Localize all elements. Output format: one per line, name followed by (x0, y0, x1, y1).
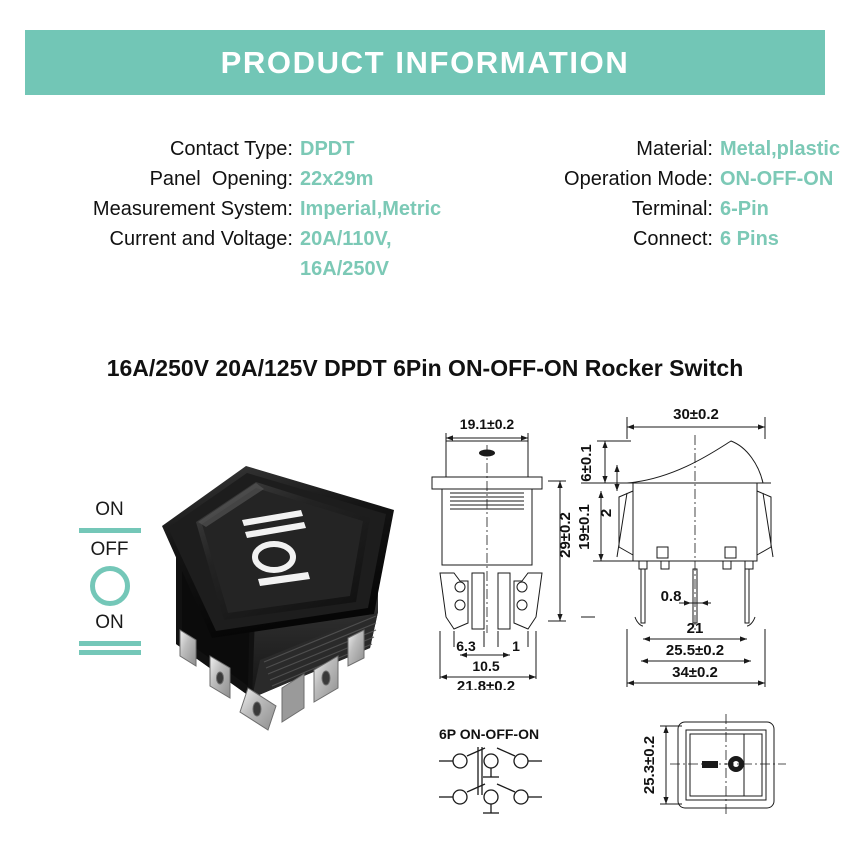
side-view-drawing: 30±0.2 6±0.1 2 19±0.1 0.8 21 25.5±0.2 34… (576, 406, 774, 687)
spec-row: Material: Metal,plastic (455, 138, 850, 168)
dim-flange: 2 (598, 509, 615, 517)
dim-cutout-height: 25.3±0.2 (641, 736, 658, 794)
spec-label: Material: (636, 138, 713, 160)
specification-table: Contact Type: DPDT Panel Opening: 22x29m… (0, 138, 850, 288)
spec-row: Contact Type: DPDT (0, 138, 455, 168)
spec-value: Imperial,Metric (300, 198, 442, 220)
spec-value: 6 Pins (720, 228, 779, 250)
dim-pin-span-inner: 21 (687, 620, 704, 637)
legend-label: OFF (90, 538, 129, 560)
legend-item-on-bottom: ON (62, 611, 157, 655)
circle-icon (89, 565, 130, 606)
dim-height: 29±0.2 (557, 512, 574, 558)
spec-value: 16A/250V (300, 258, 389, 280)
dim-rocker-height: 6±0.1 (578, 444, 595, 481)
spec-value: Metal,plastic (720, 138, 841, 160)
spec-row-continuation: Current and Voltage: 16A/250V (0, 258, 455, 288)
spec-value: 6-Pin (720, 198, 769, 220)
spec-label: Panel Opening: (149, 168, 293, 190)
wiring-diagram: 6P ON-OFF-ON (439, 726, 542, 814)
spec-value: ON-OFF-ON (720, 168, 834, 190)
dim-top-width: 19.1±0.2 (460, 416, 515, 432)
spec-row: Measurement System: Imperial,Metric (0, 198, 455, 228)
dim-terminal-left: 6.3 (456, 638, 476, 654)
double-bar-icon-top (78, 640, 141, 646)
spec-label: Operation Mode: (564, 168, 713, 190)
legend-label: ON (95, 611, 124, 633)
dim-body-width: 21.8±0.2 (457, 678, 515, 690)
front-view-drawing: 19.1±0.2 6.3 1 10.5 21.8±0.2 29±0.2 (431, 416, 574, 690)
dim-body-height: 19±0.1 (576, 504, 593, 550)
dim-pin-thickness: 0.8 (661, 588, 682, 605)
spec-label: Current and Voltage: (109, 228, 293, 250)
spec-value: DPDT (300, 138, 355, 160)
spec-row: Current and Voltage: 20A/110V, (0, 228, 455, 258)
header-band: PRODUCT INFORMATION (25, 30, 825, 95)
spec-column-left: Contact Type: DPDT Panel Opening: 22x29m… (0, 138, 455, 288)
spec-row: Terminal: 6-Pin (455, 198, 850, 228)
dim-overall-width: 34±0.2 (672, 664, 718, 681)
spec-label: Terminal: (631, 198, 713, 220)
switch-terminals (179, 629, 365, 731)
legend-item-off: OFF (62, 538, 157, 606)
wiring-title: 6P ON-OFF-ON (439, 726, 539, 742)
rocker-switch-photo (162, 466, 394, 731)
legend-label: ON (95, 499, 124, 520)
spec-label: Measurement System: (92, 198, 293, 220)
spec-row: Panel Opening: 22x29m (0, 168, 455, 198)
switch-position-legend: ON OFF ON (62, 500, 157, 662)
spec-row: Connect: 6 Pins (455, 228, 850, 258)
page-title: PRODUCT INFORMATION (220, 44, 630, 80)
dim-pin-span-outer: 25.5±0.2 (666, 642, 724, 659)
panel-cutout-drawing: 25.3±0.2 (641, 714, 786, 816)
double-bar-icon-bottom (78, 649, 141, 655)
product-title: 16A/250V 20A/125V DPDT 6Pin ON-OFF-ON Ro… (106, 355, 744, 381)
legend-item-on-top: ON (62, 500, 157, 533)
dim-terminal-gap: 1 (512, 638, 520, 654)
dim-rocker-width: 30±0.2 (673, 406, 719, 423)
single-bar-icon (78, 527, 141, 533)
spec-value: 20A/110V, (300, 228, 392, 250)
spec-column-right: Material: Metal,plastic Operation Mode: … (455, 138, 850, 258)
dim-terminal-span: 10.5 (472, 658, 499, 674)
switch-rocker (196, 482, 370, 620)
spec-row: Operation Mode: ON-OFF-ON (455, 168, 850, 198)
spec-label: Contact Type: (169, 138, 293, 160)
rocker-markings (242, 510, 310, 586)
spec-value: 22x29m (300, 168, 374, 190)
spec-label: Connect: (632, 228, 713, 250)
